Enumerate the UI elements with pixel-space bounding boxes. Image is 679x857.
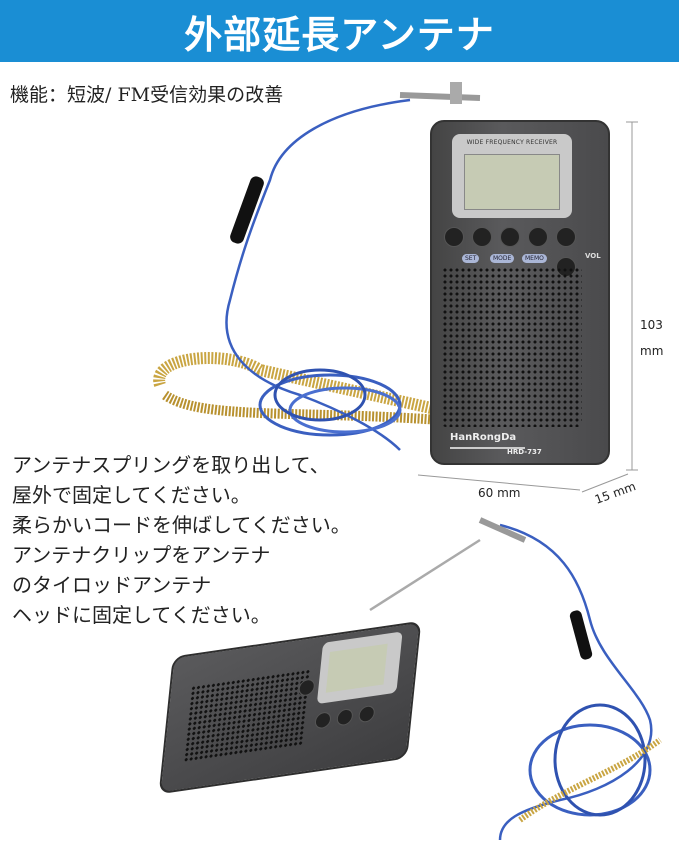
radio-button <box>472 227 492 247</box>
lcd-screen <box>464 154 560 210</box>
brand-underline <box>450 447 525 449</box>
instruction-line: のタイロッドアンテナ <box>12 573 212 597</box>
radio-button <box>357 704 376 724</box>
speaker-grille <box>442 267 582 427</box>
screen-label: WIDE FREQUENCY RECEIVER <box>466 139 558 146</box>
radio-front-view: WIDE FREQUENCY RECEIVER SET MODE MEMO VO… <box>430 120 610 465</box>
lcd-screen <box>325 643 388 693</box>
instruction-line: ヘッドに固定してください。 <box>12 603 271 627</box>
display-bezel <box>316 631 403 705</box>
radio-button <box>314 711 332 730</box>
radio-button <box>528 227 548 247</box>
set-label: SET <box>462 254 480 263</box>
brand-label: HanRongDa <box>450 432 517 443</box>
speaker-grille <box>183 668 311 763</box>
instructions: アンテナスプリングを取り出して、 屋外で固定してください。 柔らかいコードを伸ば… <box>12 450 351 630</box>
radio-button <box>336 707 354 727</box>
instruction-line: アンテナクリップをアンテナ <box>12 543 271 567</box>
instruction-line: 柔らかいコードを伸ばしてください。 <box>12 513 351 537</box>
radio-button <box>556 227 576 247</box>
vol-label: VOL <box>585 252 601 260</box>
title-banner: 外部延長アンテナ <box>0 0 679 62</box>
mode-label: MODE <box>490 254 515 263</box>
width-dimension: 60 mm <box>478 486 521 500</box>
instruction-line: アンテナスプリングを取り出して、 <box>12 453 330 477</box>
page-title: 外部延長アンテナ <box>184 12 495 57</box>
height-unit: mm <box>640 344 664 358</box>
display-bezel: WIDE FREQUENCY RECEIVER <box>452 134 572 218</box>
feature-text: 機能：短波/ FM受信効果の改善 <box>10 84 284 106</box>
radio-button <box>500 227 520 247</box>
memo-label: MEMO <box>522 254 547 263</box>
instruction-line: 屋外で固定してください。 <box>12 483 251 507</box>
radio-button <box>444 227 464 247</box>
model-label: HRD-737 <box>507 448 542 456</box>
height-dimension: 103 <box>640 318 663 332</box>
